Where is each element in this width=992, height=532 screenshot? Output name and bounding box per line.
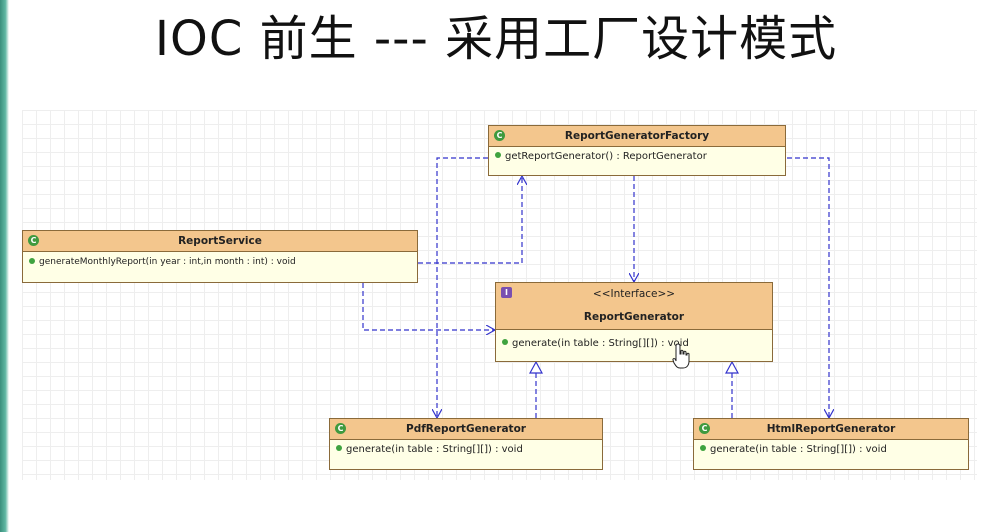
hand-cursor-icon (672, 343, 690, 369)
public-method-icon (700, 445, 706, 451)
interface-report-generator: I <<Interface>> ReportGenerator generate… (495, 282, 773, 362)
class-icon: C (28, 235, 39, 246)
class-icon: C (335, 423, 346, 434)
public-method-icon (495, 152, 501, 158)
class-name: ReportGeneratorFactory (564, 130, 710, 142)
interface-icon: I (501, 287, 512, 298)
class-header: C PdfReportGenerator (330, 419, 602, 440)
class-name: PdfReportGenerator (406, 423, 526, 435)
class-method: generateMonthlyReport(in year : int,in m… (23, 252, 417, 272)
class-header: C HtmlReportGenerator (694, 419, 968, 440)
class-method: generate(in table : String[][]) : void (694, 440, 968, 460)
interface-header: I <<Interface>> ReportGenerator (496, 283, 772, 330)
class-name: HtmlReportGenerator (766, 423, 896, 435)
class-method: generate(in table : String[][]) : void (330, 440, 602, 460)
method-signature: generate(in table : String[][]) : void (512, 338, 689, 349)
class-pdf-report-generator: C PdfReportGenerator generate(in table :… (329, 418, 603, 470)
class-header: C ReportService (23, 231, 417, 252)
public-method-icon (502, 339, 508, 345)
public-method-icon (29, 257, 35, 264)
class-html-report-generator: C HtmlReportGenerator generate(in table … (693, 418, 969, 470)
class-icon: C (494, 130, 505, 141)
method-signature: generate(in table : String[][]) : void (710, 444, 887, 455)
interface-name: ReportGenerator (583, 311, 685, 323)
class-report-generator-factory: C ReportGeneratorFactory getReportGenera… (488, 125, 786, 176)
class-name: ReportService (178, 235, 262, 247)
interface-method: generate(in table : String[][]) : void (496, 330, 772, 354)
class-header: C ReportGeneratorFactory (489, 126, 785, 147)
method-signature: getReportGenerator() : ReportGenerator (505, 151, 707, 162)
interface-stereotype: <<Interface>> (592, 288, 676, 300)
class-method: getReportGenerator() : ReportGenerator (489, 147, 785, 167)
class-report-service: C ReportService generateMonthlyReport(in… (22, 230, 418, 283)
method-signature: generateMonthlyReport(in year : int,in m… (39, 257, 296, 267)
class-icon: C (699, 423, 710, 434)
slide-left-strip (0, 0, 9, 532)
slide-title: IOC 前生 --- 采用工厂设计模式 (154, 11, 838, 67)
public-method-icon (336, 445, 342, 451)
method-signature: generate(in table : String[][]) : void (346, 444, 523, 455)
